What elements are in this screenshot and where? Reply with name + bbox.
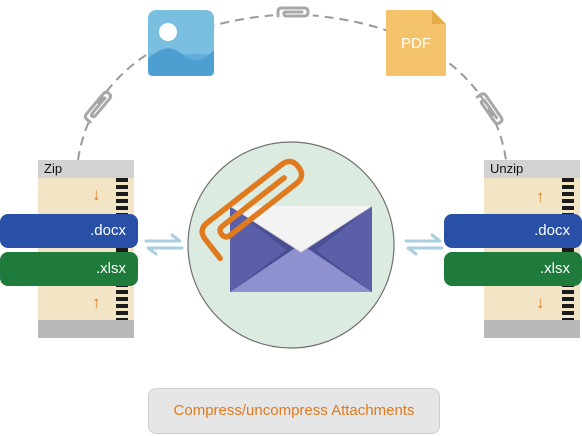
- paperclip-icon: [273, 5, 313, 23]
- paperclip-icon: [83, 90, 113, 124]
- docx-file: .docx: [444, 214, 582, 248]
- xlsx-label: .xlsx: [96, 260, 126, 277]
- up-arrow-icon: ↑: [536, 187, 545, 206]
- unzip-panel: Unzip ↑ ↓: [484, 160, 580, 338]
- zipper-icon: [116, 178, 128, 320]
- zip-panel-footer: [38, 320, 134, 338]
- docx-label: .docx: [534, 222, 570, 239]
- down-arrow-icon: ↓: [92, 185, 101, 204]
- zipper-icon: [562, 178, 574, 320]
- xlsx-file: .xlsx: [444, 252, 582, 286]
- pdf-label: PDF: [401, 35, 431, 52]
- up-arrow-icon: ↑: [92, 293, 101, 312]
- zip-panel-title: Zip: [38, 160, 134, 178]
- swap-arrows-icon: [144, 233, 184, 256]
- envelope-icon: [187, 141, 395, 349]
- docx-file: .docx: [0, 214, 138, 248]
- xlsx-file: .xlsx: [0, 252, 138, 286]
- zip-panel: Zip ↓ ↑: [38, 160, 134, 338]
- pdf-file-icon: [386, 10, 446, 76]
- unzip-panel-title: Unzip: [484, 160, 580, 178]
- image-file-icon: [148, 10, 214, 76]
- down-arrow-icon: ↓: [536, 293, 545, 312]
- swap-arrows-icon: [404, 233, 444, 256]
- unzip-panel-footer: [484, 320, 580, 338]
- paperclip-icon: [475, 92, 504, 126]
- docx-label: .docx: [90, 222, 126, 239]
- caption-label: Compress/uncompress Attachments: [148, 388, 440, 434]
- xlsx-label: .xlsx: [540, 260, 570, 277]
